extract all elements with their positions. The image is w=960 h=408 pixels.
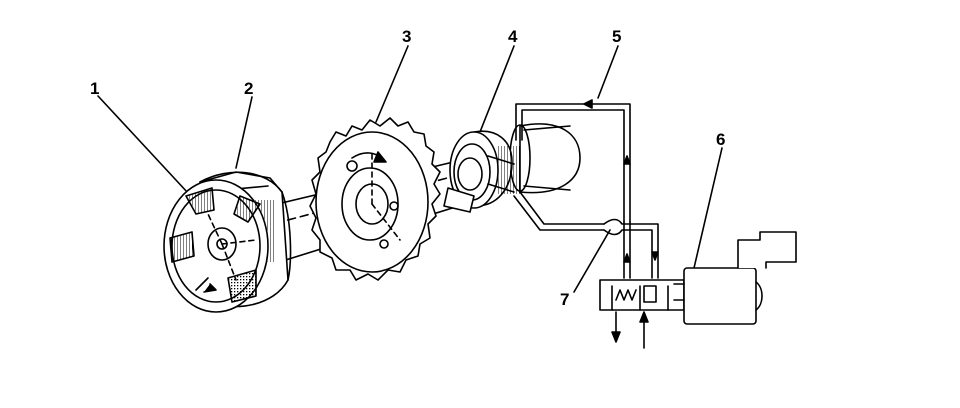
camshaft-end <box>444 124 580 212</box>
callout-4: 4 <box>508 27 518 46</box>
oil-control-valve <box>600 280 684 348</box>
oil-passages <box>514 100 658 278</box>
callout-6: 6 <box>716 130 726 149</box>
callout-2: 2 <box>244 79 254 98</box>
leader-lines <box>98 46 722 292</box>
callout-1: 1 <box>90 79 100 98</box>
rotor-face <box>164 180 268 312</box>
cam-sprocket <box>310 118 440 280</box>
callout-5: 5 <box>612 27 622 46</box>
solenoid <box>674 232 796 324</box>
callout-7: 7 <box>560 290 570 309</box>
callout-3: 3 <box>402 27 412 46</box>
